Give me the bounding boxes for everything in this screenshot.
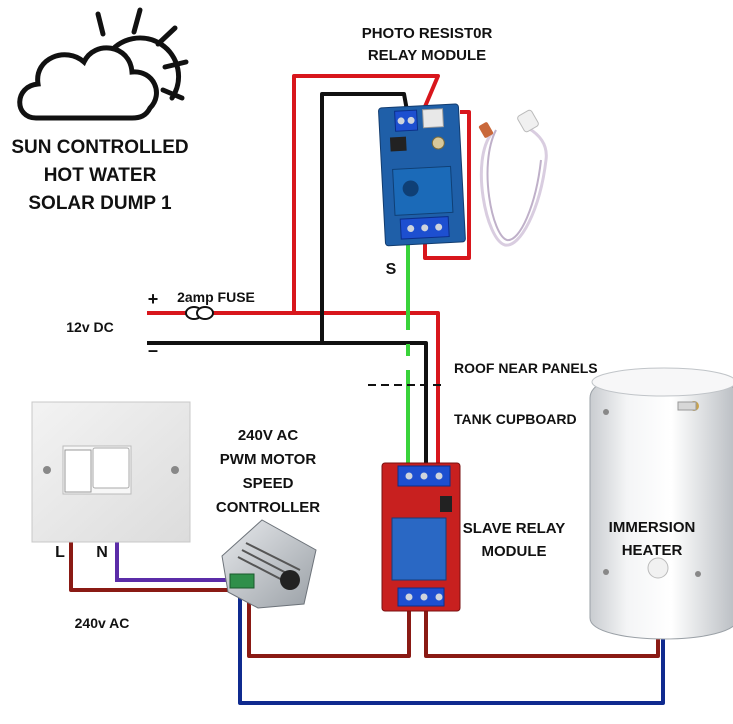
slave-relay-label-2: MODULE <box>482 543 547 560</box>
pwm-label-1: 240V AC <box>238 427 298 444</box>
neutral-label: N <box>96 544 108 561</box>
photo-resistor-label-1: PHOTO RESIST0R <box>362 25 493 42</box>
sun-behind-cloud-icon <box>17 7 189 121</box>
immersion-label-1: IMMERSION <box>609 519 696 536</box>
title-line-3: SOLAR DUMP 1 <box>28 193 172 214</box>
diagram-title: SUN CONTROLLED HOT WATER SOLAR DUMP 1 <box>11 137 188 214</box>
title-line-2: HOT WATER <box>44 165 157 186</box>
roof-label: ROOF NEAR PANELS <box>454 360 598 376</box>
negative-wire <box>147 92 428 477</box>
pwm-label-2: PWM MOTOR <box>220 451 317 468</box>
immersion-label-2: HEATER <box>622 542 683 559</box>
photo-resistor-relay-module <box>378 103 466 247</box>
pwm-label-4: CONTROLLER <box>216 499 320 516</box>
return-wire <box>238 578 665 705</box>
signal-label: S <box>386 261 397 278</box>
pwm-label-3: SPEED <box>243 475 294 492</box>
dc-supply-label: 12v DC <box>66 319 113 335</box>
positive-symbol: + <box>148 289 159 309</box>
negative-symbol: – <box>148 340 158 360</box>
title-line-1: SUN CONTROLLED <box>11 137 188 158</box>
fuse-icon <box>185 306 214 320</box>
slave-relay-label-1: SLAVE RELAY <box>463 520 566 537</box>
positive-wire <box>147 74 471 477</box>
hot-water-cylinder-icon <box>589 367 733 640</box>
photo-resistor-label-2: RELAY MODULE <box>368 47 486 64</box>
photoresistor-sensor-icon <box>478 109 548 247</box>
live-label: L <box>55 544 65 561</box>
pwm-controller-icon <box>221 519 317 609</box>
live-wire <box>69 540 660 658</box>
ac-supply-label: 240v AC <box>75 615 130 631</box>
tank-label: TANK CUPBOARD <box>454 411 577 427</box>
neutral-wire <box>115 540 232 582</box>
fuse-label: 2amp FUSE <box>177 289 255 305</box>
fused-spur-switch-icon <box>31 401 191 543</box>
slave-relay-module <box>381 462 461 612</box>
